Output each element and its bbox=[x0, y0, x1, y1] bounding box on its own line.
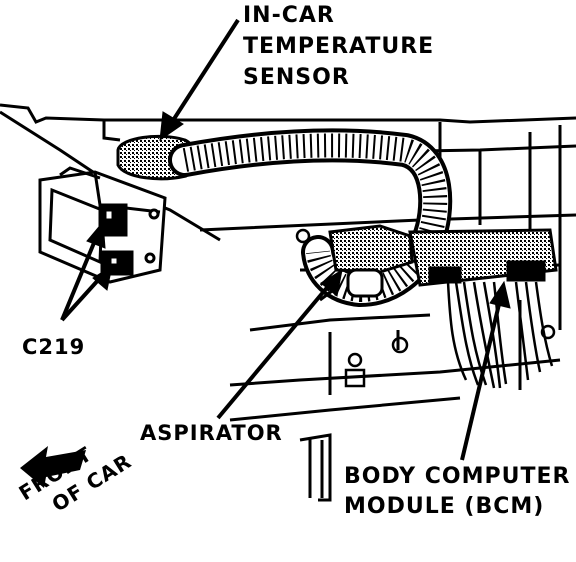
sensor-label-line: TEMPERATURE bbox=[243, 34, 435, 59]
fasteners bbox=[295, 228, 556, 388]
bcm-label-line: BODY COMPUTER bbox=[344, 464, 571, 489]
aspirator-hose bbox=[168, 128, 453, 308]
front-of-car-arrow bbox=[20, 446, 86, 488]
leader-arrows bbox=[60, 18, 511, 461]
sensor-label-line: SENSOR bbox=[243, 65, 350, 90]
bcm-label: BODY COMPUTER MODULE (BCM) bbox=[344, 462, 570, 522]
c219-label: C219 bbox=[22, 335, 86, 359]
sensor-label-line: IN-CAR bbox=[243, 3, 335, 28]
bcm-label-line: MODULE (BCM) bbox=[344, 494, 545, 519]
aspirator-label: ASPIRATOR bbox=[140, 421, 283, 445]
in-car-temperature-sensor-label: IN-CAR TEMPERATURE SENSOR bbox=[243, 0, 434, 93]
bcm-module bbox=[408, 228, 558, 287]
